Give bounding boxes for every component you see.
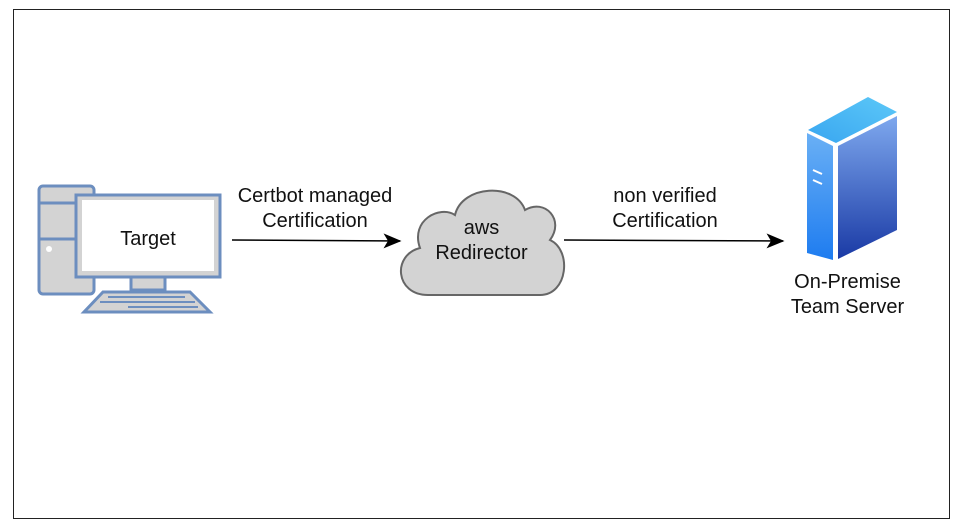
- redirector-label: aws Redirector: [400, 216, 563, 266]
- target-label: Target: [120, 228, 176, 250]
- server-label-line2: Team Server: [790, 296, 905, 318]
- edge-label-certbot-line2: Certification: [262, 210, 368, 232]
- redirector-label-line2: Redirector: [435, 242, 528, 264]
- server-label-line1: On-Premise: [794, 271, 901, 293]
- desktop-computer-icon: [37, 184, 222, 314]
- edge-label-certbot: Certbot managed Certification: [225, 184, 405, 234]
- diagram-frame: [13, 9, 950, 519]
- edge-label-certbot-line1: Certbot managed: [237, 185, 393, 207]
- redirector-label-line1: aws: [463, 217, 500, 239]
- edge-target-to-redirector: [231, 233, 402, 249]
- edge-label-nonverified-line1: non verified: [613, 185, 717, 207]
- edge-label-nonverified-line2: Certification: [612, 210, 718, 232]
- server-label: On-Premise Team Server: [770, 270, 925, 320]
- cloud-icon: [399, 189, 566, 296]
- server-icon: [807, 97, 897, 260]
- edge-label-nonverified: non verified Certification: [585, 184, 745, 234]
- edge-redirector-to-server: [563, 233, 785, 249]
